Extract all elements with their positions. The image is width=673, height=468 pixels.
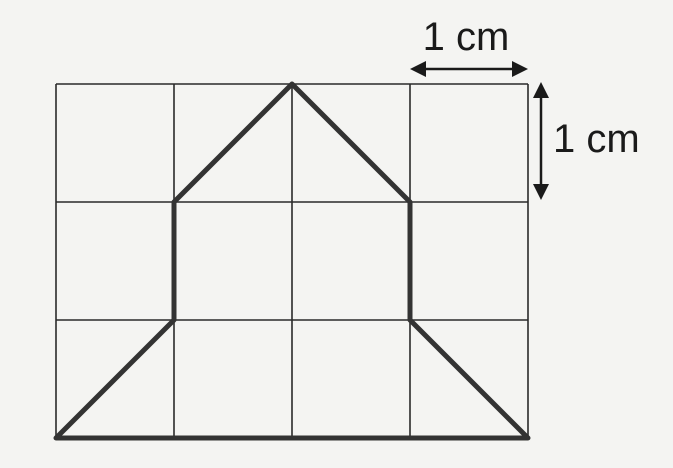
square-grid xyxy=(55,83,529,439)
vertical-scale-label: 1 cm xyxy=(553,117,640,161)
vertical-scale-arrow-bottom-head xyxy=(533,184,549,200)
horizontal-scale-indicator: 1 cm xyxy=(410,15,528,77)
horizontal-scale-arrow-right-head xyxy=(512,61,528,77)
figure-shape xyxy=(53,81,531,441)
vertical-scale-indicator: 1 cm xyxy=(533,82,640,200)
horizontal-scale-arrow-left-head xyxy=(410,61,426,77)
vertical-scale-arrow-top-head xyxy=(533,82,549,98)
horizontal-scale-label: 1 cm xyxy=(423,15,510,59)
figure-outline xyxy=(53,81,531,441)
